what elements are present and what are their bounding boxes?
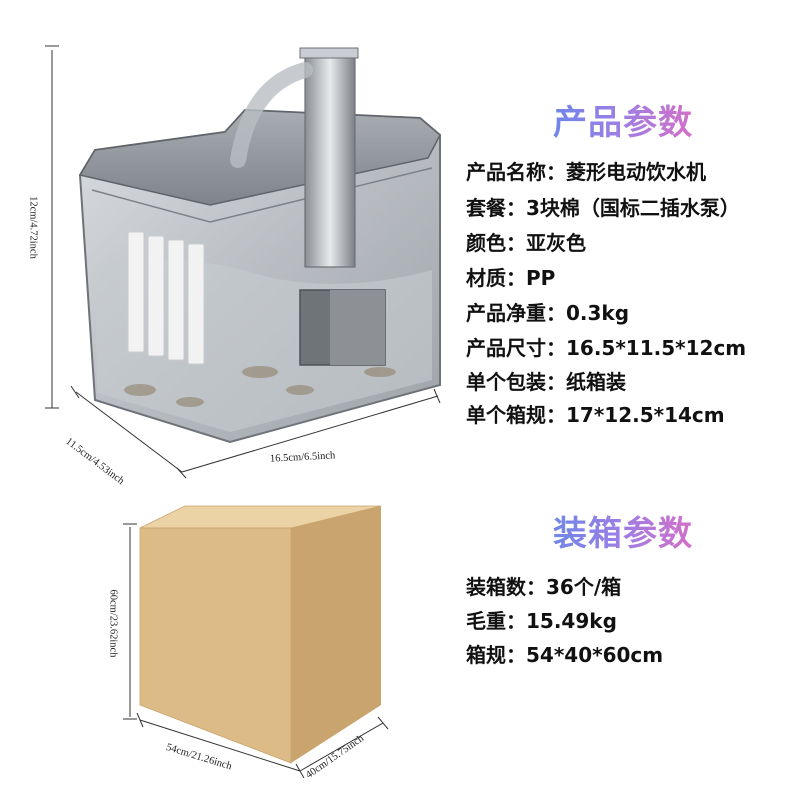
spec-value: 36个/箱 — [546, 575, 622, 599]
spec-row: 箱规：54*40*60cm — [466, 645, 663, 665]
spec-label: 产品净重： — [466, 301, 566, 325]
spec-row: 产品净重：0.3kg — [466, 303, 629, 323]
spec-label: 套餐： — [466, 196, 526, 220]
box-height-label: 60cm/23.62inch — [107, 589, 119, 658]
spec-value: 3块棉（国标二插水泵） — [526, 196, 740, 220]
spec-label: 装箱数： — [466, 575, 546, 599]
spec-value: 17*12.5*14cm — [566, 403, 725, 427]
spec-row: 毛重：15.49kg — [466, 611, 617, 631]
spec-value: 54*40*60cm — [526, 643, 664, 667]
spec-row: 单个包装：纸箱装 — [466, 372, 626, 392]
spec-value: 亚灰色 — [526, 231, 586, 255]
spec-row: 产品尺寸：16.5*11.5*12cm — [466, 338, 746, 358]
spec-label: 颜色： — [466, 231, 526, 255]
spec-row: 颜色：亚灰色 — [466, 233, 586, 253]
product-height-label: 12cm/4.72inch — [27, 196, 39, 259]
spec-value: 0.3kg — [566, 301, 630, 325]
spec-row: 材质：PP — [466, 268, 555, 288]
spec-row: 单个箱规：17*12.5*14cm — [466, 405, 725, 425]
spec-label: 产品名称： — [466, 160, 566, 184]
spec-value: 纸箱装 — [566, 370, 626, 394]
spec-value: PP — [526, 266, 556, 290]
spec-value: 16.5*11.5*12cm — [566, 336, 747, 360]
spec-label: 单个包装： — [466, 370, 566, 394]
spec-label: 产品尺寸： — [466, 336, 566, 360]
spec-row: 套餐：3块棉（国标二插水泵） — [466, 198, 740, 218]
product-parameters-heading: 产品参数 — [553, 95, 693, 144]
packing-parameters-heading: 装箱参数 — [553, 506, 693, 555]
spec-row: 产品名称：菱形电动饮水机 — [466, 162, 706, 182]
spec-label: 材质： — [466, 266, 526, 290]
spec-value: 菱形电动饮水机 — [566, 160, 706, 184]
spec-value: 15.49kg — [526, 609, 617, 633]
spec-label: 毛重： — [466, 609, 526, 633]
spec-label: 箱规： — [466, 643, 526, 667]
spec-label: 单个箱规： — [466, 403, 566, 427]
spec-row: 装箱数：36个/箱 — [466, 577, 621, 597]
